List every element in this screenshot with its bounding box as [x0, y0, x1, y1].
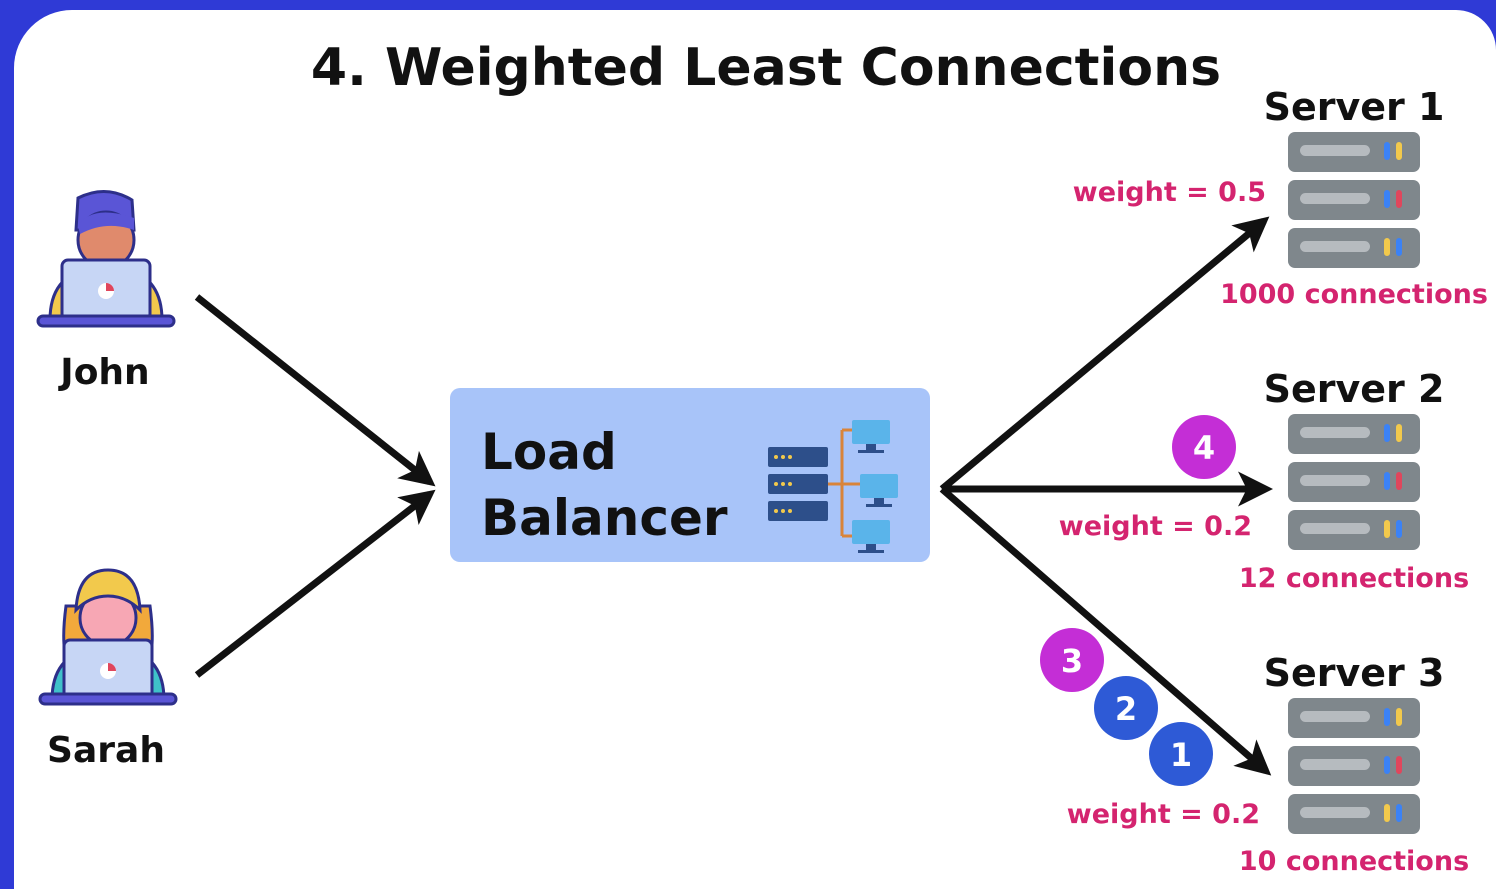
request-badge-4-label: 4: [1193, 429, 1215, 467]
request-badge-2-circle: [1094, 676, 1158, 740]
arrow-sarah-to-load-balancer: [194, 489, 436, 678]
server-rack-icon: [1288, 414, 1420, 550]
server-rack-icon: [1288, 132, 1420, 268]
server-1-connections: 1000 connections: [1220, 279, 1488, 310]
request-badge-4-circle: [1172, 415, 1236, 479]
user-name-sarah: Sarah: [47, 730, 165, 771]
request-badge-3-label: 3: [1061, 642, 1083, 680]
arrow-load-balancer-to-server-3: [939, 486, 1272, 776]
load-balancer-label-line1: Load: [481, 423, 617, 481]
server-3-name: Server 3: [1264, 651, 1445, 695]
user-laptop-icon: [38, 568, 178, 706]
server-2-connections: 12 connections: [1239, 563, 1469, 594]
load-balancer-label-line2: Balancer: [481, 489, 728, 547]
server-rack-icon: [1288, 698, 1420, 834]
server-3-weight: weight = 0.2: [1067, 799, 1260, 830]
request-badge-3: 3: [1040, 628, 1104, 692]
user-john: John: [36, 190, 176, 393]
server-1-weight: weight = 0.5: [1073, 177, 1266, 208]
request-badge-1: 1: [1149, 722, 1213, 786]
user-laptop-icon: [36, 190, 176, 328]
arrow-load-balancer-to-server-1: [939, 216, 1270, 492]
request-badge-4: 4: [1172, 415, 1236, 479]
server-3-connections: 10 connections: [1239, 846, 1469, 877]
network-hierarchy-icon: [768, 420, 898, 553]
request-badge-3-circle: [1040, 628, 1104, 692]
diagram-title: 4. Weighted Least Connections: [311, 38, 1221, 98]
server-2: Server 2 weight = 0.2 12 connections: [1059, 367, 1469, 594]
request-badge-1-circle: [1149, 722, 1213, 786]
load-balancer: Load Balancer: [450, 388, 930, 562]
server-1-name: Server 1: [1264, 85, 1445, 129]
server-3: Server 3 weight = 0.2 10 connections: [1067, 651, 1469, 877]
request-badge-2: 2: [1094, 676, 1158, 740]
server-1: Server 1 weight = 0.5 1000 connections: [1073, 85, 1488, 310]
request-badge-2-label: 2: [1115, 690, 1137, 728]
server-2-weight: weight = 0.2: [1059, 511, 1252, 542]
request-badge-1-label: 1: [1170, 736, 1192, 774]
arrow-john-to-load-balancer: [194, 294, 436, 487]
server-2-name: Server 2: [1264, 367, 1445, 411]
user-sarah: Sarah: [38, 568, 178, 771]
user-name-john: John: [57, 352, 149, 393]
